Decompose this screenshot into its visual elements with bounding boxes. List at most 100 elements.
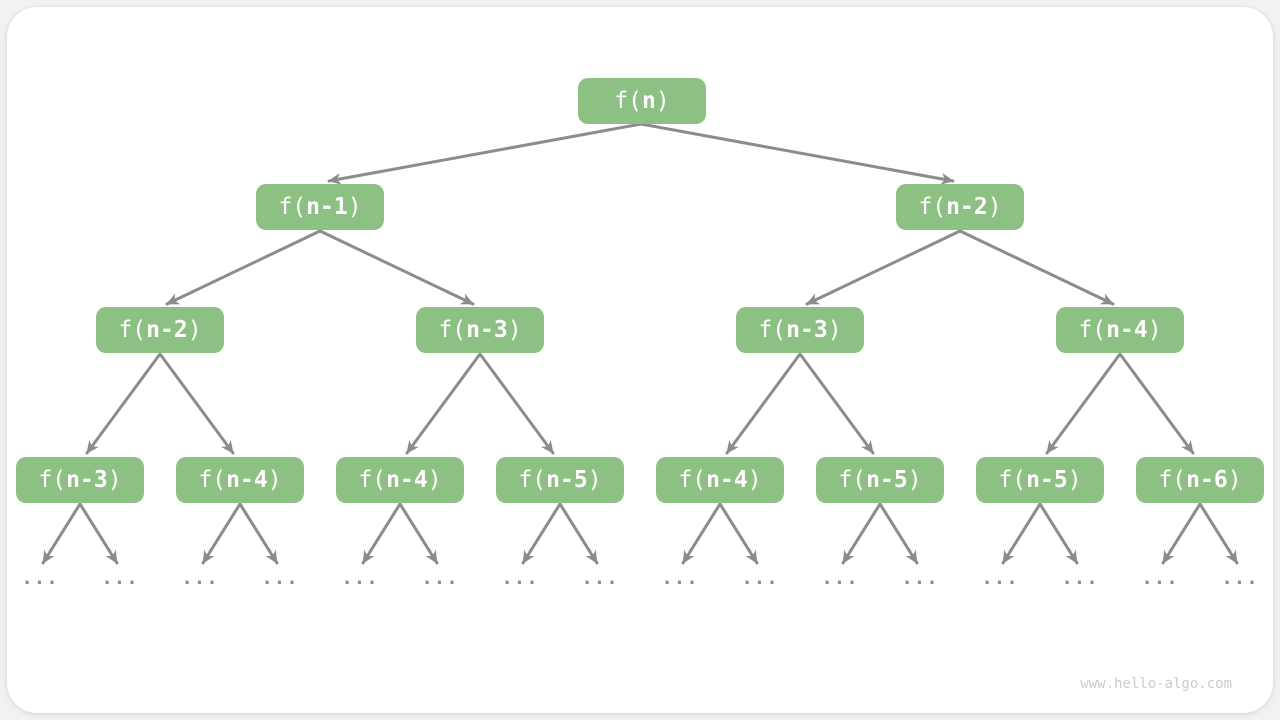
tree-edge [521,502,562,565]
tree-edge [398,502,439,565]
ellipsis-leaf: ... [501,567,539,589]
tree-edge [1001,502,1042,565]
tree-edge [405,352,482,455]
node-label-prefix: f( [758,317,787,343]
node-label-arg: n-3 [66,467,108,493]
tree-node: f(n-5) [816,457,944,503]
node-label-arg: n-1 [306,194,348,220]
node-label-arg: n-4 [1106,317,1148,343]
ellipsis-leaf: ... [981,567,1019,589]
node-label-suffix: ) [1067,467,1082,493]
node-label-arg: n-5 [1026,467,1068,493]
node-label-prefix: f( [358,467,387,493]
tree-edge [805,229,962,306]
tree-edge [718,502,759,565]
tree-node: f(n-5) [496,457,624,503]
ellipsis-leaf: ... [261,567,299,589]
node-label-arg: n-4 [386,467,428,493]
ellipsis-leaf: ... [101,567,139,589]
node-label-prefix: f( [998,467,1027,493]
node-label-arg: n-2 [146,317,188,343]
ellipsis-leaf: ... [901,567,939,589]
node-label-arg: n-5 [866,467,908,493]
tree-edge [318,229,475,306]
node-label-prefix: f( [518,467,547,493]
node-label-arg: n-6 [1186,467,1228,493]
node-label-prefix: f( [614,88,642,114]
ellipsis-leaf: ... [1221,567,1259,589]
node-label-suffix: ) [187,317,202,343]
ellipsis-leaf: ... [661,567,699,589]
tree-edge [158,352,235,455]
node-label-prefix: f( [678,467,707,493]
tree-node: f(n-3) [416,307,544,353]
node-label-suffix: ) [747,467,762,493]
tree-edge [558,502,599,565]
tree-edge [201,502,242,565]
node-label-prefix: f( [1078,317,1107,343]
ellipsis-leaf: ... [341,567,379,589]
node-label-suffix: ) [587,467,602,493]
node-label-prefix: f( [38,467,67,493]
tree-edge [1161,502,1202,565]
tree-edge [41,502,82,565]
tree-node: f(n-5) [976,457,1104,503]
tree-node: f(n-4) [1056,307,1184,353]
node-label-prefix: f( [438,317,467,343]
node-label-suffix: ) [987,194,1002,220]
tree-node: f(n) [578,78,706,124]
node-label-arg: n-3 [466,317,508,343]
tree-node: f(n-3) [736,307,864,353]
node-label-prefix: f( [918,194,947,220]
node-label-suffix: ) [107,467,122,493]
tree-edge [327,122,643,185]
ellipsis-leaf: ... [1141,567,1179,589]
node-label-suffix: ) [1227,467,1242,493]
tree-node: f(n-4) [336,457,464,503]
tree-node: f(n-3) [16,457,144,503]
tree-edge [681,502,722,565]
node-label-arg: n-4 [706,467,748,493]
node-label-prefix: f( [838,467,867,493]
tree-edge [165,229,322,306]
tree-edge [958,229,1115,306]
node-label-suffix: ) [827,317,842,343]
tree-edge [841,502,882,565]
node-label-suffix: ) [507,317,522,343]
tree-node: f(n-2) [896,184,1024,230]
node-label-arg: n-5 [546,467,588,493]
ellipsis-leaf: ... [181,567,219,589]
tree-edge [1038,502,1079,565]
node-label-arg: n [641,88,656,114]
tree-edge [238,502,279,565]
tree-edge [878,502,919,565]
tree-edge [1045,352,1122,455]
tree-edge [1198,502,1239,565]
node-label-suffix: ) [267,467,282,493]
ellipsis-leaf: ... [741,567,779,589]
ellipsis-leaf: ... [581,567,619,589]
ellipsis-leaf: ... [821,567,859,589]
ellipsis-leaf: ... [21,567,59,589]
tree-node: f(n-6) [1136,457,1264,503]
ellipsis-leaf: ... [421,567,459,589]
node-label-prefix: f( [1158,467,1187,493]
node-label-arg: n-4 [226,467,268,493]
node-label-arg: n-2 [946,194,988,220]
node-label-prefix: f( [278,194,307,220]
node-label-prefix: f( [198,467,227,493]
node-label-suffix: ) [1147,317,1162,343]
tree-edge [478,352,555,455]
node-label-suffix: ) [655,88,670,114]
tree-edge [798,352,875,455]
node-label-prefix: f( [118,317,147,343]
tree-edge [85,352,162,455]
tree-node: f(n-1) [256,184,384,230]
tree-node: f(n-2) [96,307,224,353]
node-label-suffix: ) [347,194,362,220]
tree-node: f(n-4) [656,457,784,503]
tree-node: f(n-4) [176,457,304,503]
tree-edge [1118,352,1195,455]
